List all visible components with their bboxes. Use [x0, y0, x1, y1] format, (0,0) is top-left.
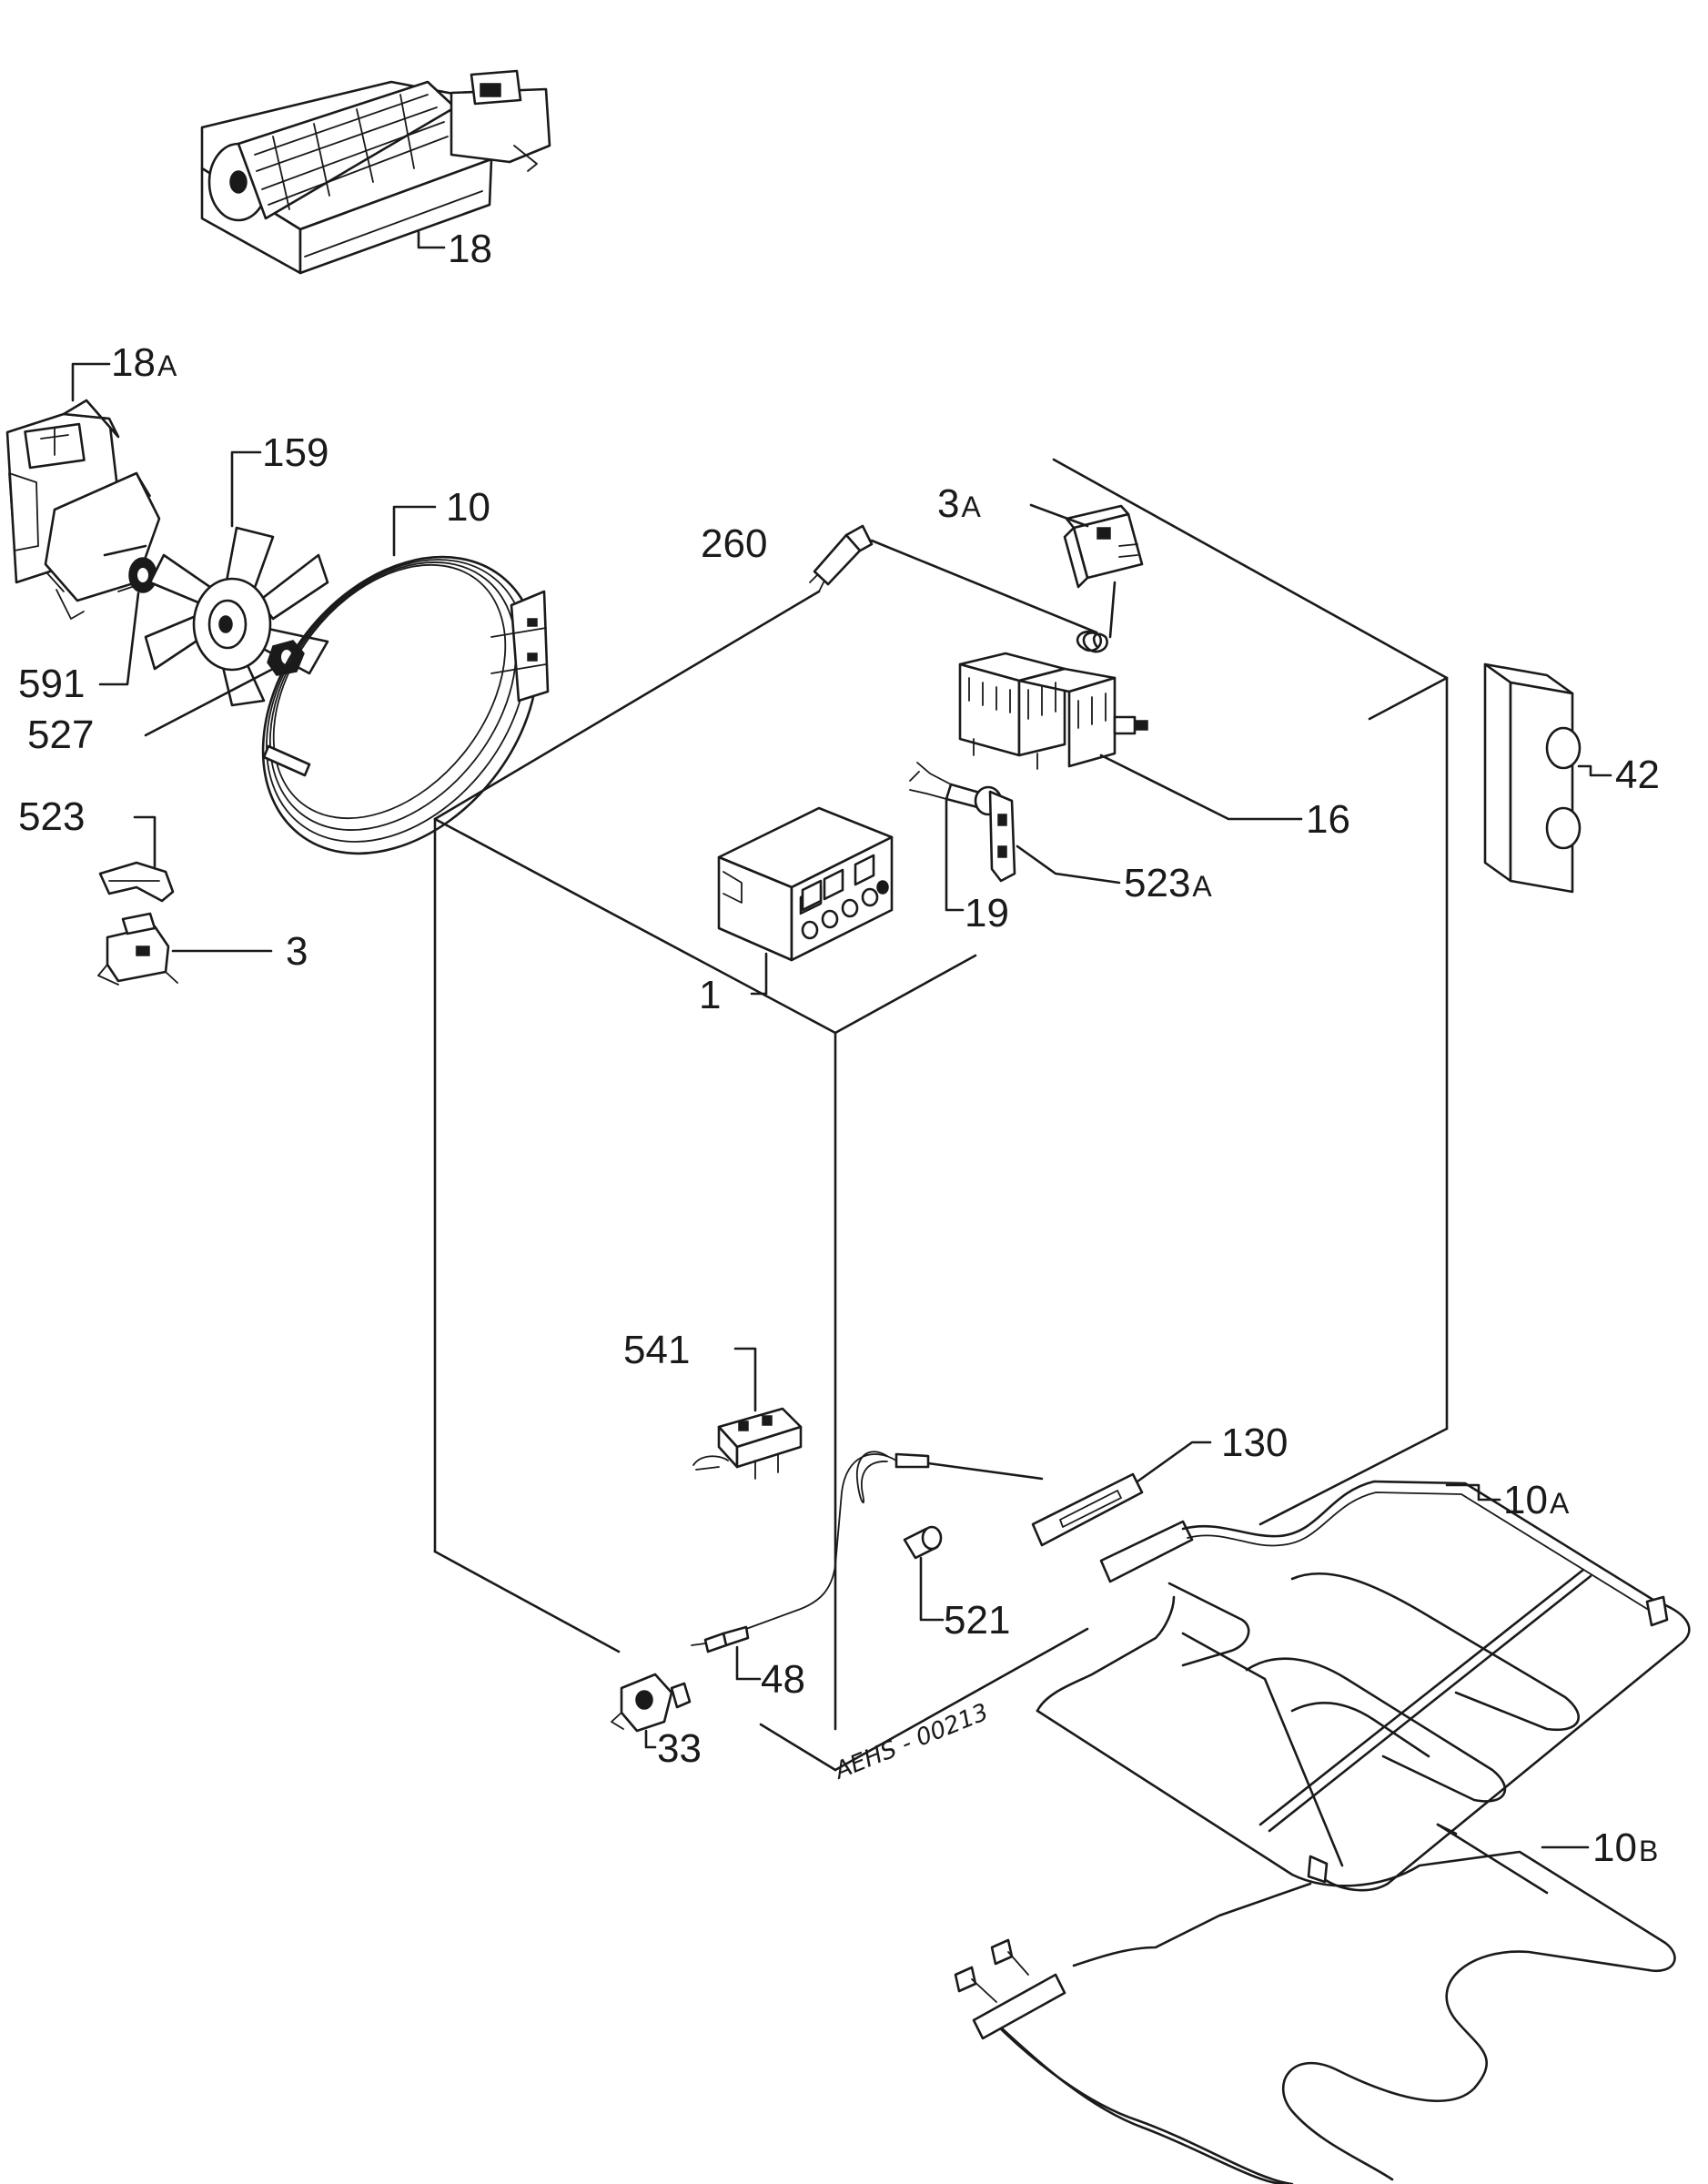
probe-sensor-part-260 — [809, 524, 1117, 653]
fan-blade-part-159 — [144, 526, 329, 707]
drawing-code: AEHS - 00213 — [830, 1699, 993, 1786]
label-16: 16 — [1306, 797, 1350, 842]
label-1: 1 — [699, 973, 721, 1017]
tangential-fan-part-18 — [200, 69, 551, 275]
label-159: 159 — [262, 430, 328, 475]
label-10: 10 — [446, 485, 490, 530]
label-523a-number: 523A — [1124, 861, 1212, 905]
timer-programmer-part-1 — [717, 806, 894, 962]
bottom-element-part-10b — [954, 1595, 1676, 2184]
label-48: 48 — [761, 1657, 805, 1702]
label-541: 541 — [623, 1328, 690, 1372]
label-527: 527 — [27, 713, 94, 757]
switch-part-3a — [1063, 504, 1144, 589]
knob-panel-part-42 — [1483, 662, 1582, 894]
temperature-probe-part-48 — [691, 1451, 1044, 1653]
label-33: 33 — [657, 1726, 702, 1771]
ring-heating-element-part-10 — [261, 555, 550, 855]
label-10a-number: 10A — [1503, 1478, 1570, 1522]
label-3a-number: 3A — [937, 481, 981, 526]
label-130: 130 — [1221, 1421, 1288, 1465]
label-521: 521 — [944, 1598, 1010, 1643]
washer-part-591 — [128, 557, 157, 593]
indicator-lamp-part-19 — [909, 762, 1003, 816]
terminal-block-part-541 — [692, 1407, 803, 1480]
label-18a-number: 18A — [111, 340, 177, 385]
label-260: 260 — [701, 521, 767, 566]
thermostat-part-3 — [97, 912, 178, 986]
bracket-part-523a — [988, 790, 1016, 883]
cap-part-521 — [903, 1525, 943, 1560]
oven-cabinet-outline — [433, 458, 1449, 1772]
label-10b-number: 10B — [1592, 1825, 1658, 1870]
fan-motor-part-18a — [5, 399, 161, 620]
label-19: 19 — [965, 891, 1009, 935]
label-42: 42 — [1615, 753, 1660, 797]
clip-part-523 — [98, 861, 175, 903]
valve-part-33 — [611, 1673, 692, 1733]
grill-element-part-10a — [1167, 1480, 1691, 1892]
selector-switch-part-16 — [958, 652, 1148, 770]
label-3: 3 — [286, 929, 308, 974]
label-18: 18 — [448, 227, 492, 271]
mounting-plate-part-130 — [1031, 1472, 1194, 1583]
label-591: 591 — [18, 662, 85, 706]
label-523: 523 — [18, 794, 85, 839]
